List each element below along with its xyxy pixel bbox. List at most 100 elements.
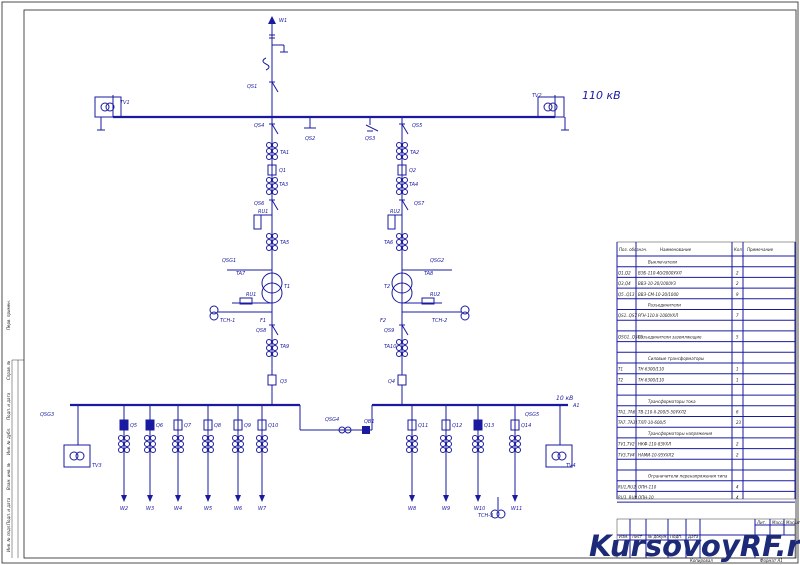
- current-transformer-icon: [440, 447, 446, 453]
- table-cell-name: РГН-110.II-1000УХЛ: [638, 313, 678, 318]
- disconnector-icon: [271, 123, 279, 135]
- arrow-icon: [259, 495, 265, 502]
- aux-transformer-icon: [460, 311, 470, 321]
- table-cell-qty: 1: [736, 377, 739, 382]
- title-block-header: Подп.: [670, 534, 682, 539]
- side-strip-label: Перв. примен.: [6, 300, 11, 330]
- current-transformer-icon: [124, 447, 130, 453]
- disconnector-icon: [401, 123, 409, 135]
- feeder-q-label: Q10: [268, 423, 278, 429]
- feeder-line-label: W5: [204, 506, 212, 512]
- arrow-icon: [268, 16, 276, 24]
- current-transformer-icon: [124, 441, 130, 447]
- table-section-title: Ограничители перенапряжения типа: [648, 474, 728, 479]
- feeder-breaker-icon: [441, 419, 451, 431]
- disconnector-icon: [271, 324, 279, 336]
- current-transformer-icon: [509, 441, 515, 447]
- aux-transformer-icon: [460, 305, 470, 315]
- current-transformer-icon: [396, 239, 402, 245]
- title-block-header: № докум.: [647, 534, 668, 539]
- table-cell-qty: 2: [736, 281, 739, 286]
- table-cell-pos: T1: [618, 367, 623, 372]
- title-block-col: Масштаб: [786, 520, 800, 525]
- current-transformer-icon: [412, 435, 418, 441]
- table-cell-pos: Q3,Q4: [618, 281, 631, 286]
- current-transformer-icon: [266, 177, 272, 183]
- current-transformer-icon: [150, 447, 156, 453]
- table-cell-name: ВЭБ-110-40/2000УХЛ: [638, 270, 682, 275]
- current-transformer-icon: [232, 435, 238, 441]
- side-strip-label: Инв. № дубл.: [6, 428, 11, 455]
- current-transformer-icon: [266, 148, 272, 154]
- title-block-col: Лит.: [756, 520, 766, 525]
- current-transformer-icon: [478, 435, 484, 441]
- disconnector-icon: [271, 199, 279, 211]
- inner-frame: [23, 9, 797, 559]
- feeder-line-label: W10: [474, 506, 485, 512]
- current-transformer-icon: [272, 351, 278, 357]
- feeder-line-label: W2: [120, 506, 128, 512]
- current-transformer-icon: [272, 142, 278, 148]
- table-header-qty: Кол: [734, 247, 742, 252]
- arrow-icon: [175, 495, 181, 502]
- current-transformer-icon: [396, 142, 402, 148]
- current-transformer-icon: [402, 345, 408, 351]
- t-label: T1: [284, 284, 290, 290]
- table-cell-qty: 5: [736, 335, 739, 340]
- feeder-q-label: Q9: [244, 423, 251, 429]
- title-block-header: Дата: [687, 534, 699, 539]
- feeder-breaker-icon: [233, 419, 243, 431]
- current-transformer-icon: [208, 435, 214, 441]
- ta-label: TA8: [424, 271, 433, 277]
- qs2-label: QS2: [305, 136, 315, 142]
- table-header-note: Примечание: [747, 247, 774, 252]
- current-transformer-icon: [402, 177, 408, 183]
- feeder-q-label: Q13: [484, 423, 494, 429]
- feeder-breaker-icon: [173, 419, 183, 431]
- current-transformer-icon: [144, 441, 150, 447]
- current-transformer-icon: [396, 345, 402, 351]
- current-transformer-icon: [238, 435, 244, 441]
- current-transformer-icon: [178, 435, 184, 441]
- current-transformer-icon: [262, 441, 268, 447]
- table-cell-pos: T2: [618, 377, 623, 382]
- tv4-voltage-transformer: TV4 QSG5: [525, 405, 576, 469]
- current-transformer-icon: [232, 441, 238, 447]
- current-transformer-icon: [472, 441, 478, 447]
- current-transformer-icon: [124, 435, 130, 441]
- current-transformer-icon: [238, 441, 244, 447]
- side-strip-label: Подп. и дата: [6, 392, 11, 420]
- current-transformer-icon: [440, 435, 446, 441]
- surge-arrester-icon: [253, 214, 262, 230]
- table-cell-pos: QS1..QS7: [618, 313, 637, 318]
- current-transformer-icon: [256, 435, 262, 441]
- current-transformer-icon: [266, 189, 272, 195]
- current-transformer-icon: [402, 239, 408, 245]
- current-transformer-icon: [396, 351, 402, 357]
- feeder-line-label: W8: [408, 506, 416, 512]
- current-transformer-icon: [472, 435, 478, 441]
- current-transformer-icon: [446, 435, 452, 441]
- current-transformer-icon: [396, 245, 402, 251]
- ta-label: TA4: [409, 182, 418, 188]
- feeder-q-label: Q5: [130, 423, 137, 429]
- current-transformer-icon: [402, 142, 408, 148]
- current-transformer-icon: [396, 339, 402, 345]
- current-transformer-icon: [402, 148, 408, 154]
- current-transformer-icon: [272, 233, 278, 239]
- current-transformer-icon: [478, 447, 484, 453]
- tv3-voltage-transformer: TV3 QSG3: [40, 405, 102, 469]
- tch-label: TCH-1: [220, 318, 235, 324]
- q-label: Q3: [280, 379, 287, 385]
- table-cell-qty: 7: [736, 313, 739, 318]
- feeder-line-label: W11: [511, 506, 522, 512]
- current-transformer-icon: [478, 441, 484, 447]
- table-header-name: Наименование: [660, 247, 692, 252]
- current-transformer-icon: [406, 435, 412, 441]
- table-cell-name: ОПН-110: [638, 484, 657, 489]
- current-transformer-icon: [396, 154, 402, 160]
- feeder-breaker-icon: [510, 419, 520, 431]
- ru-label: RU1: [246, 292, 256, 298]
- feeder-q-label: Q6: [156, 423, 163, 429]
